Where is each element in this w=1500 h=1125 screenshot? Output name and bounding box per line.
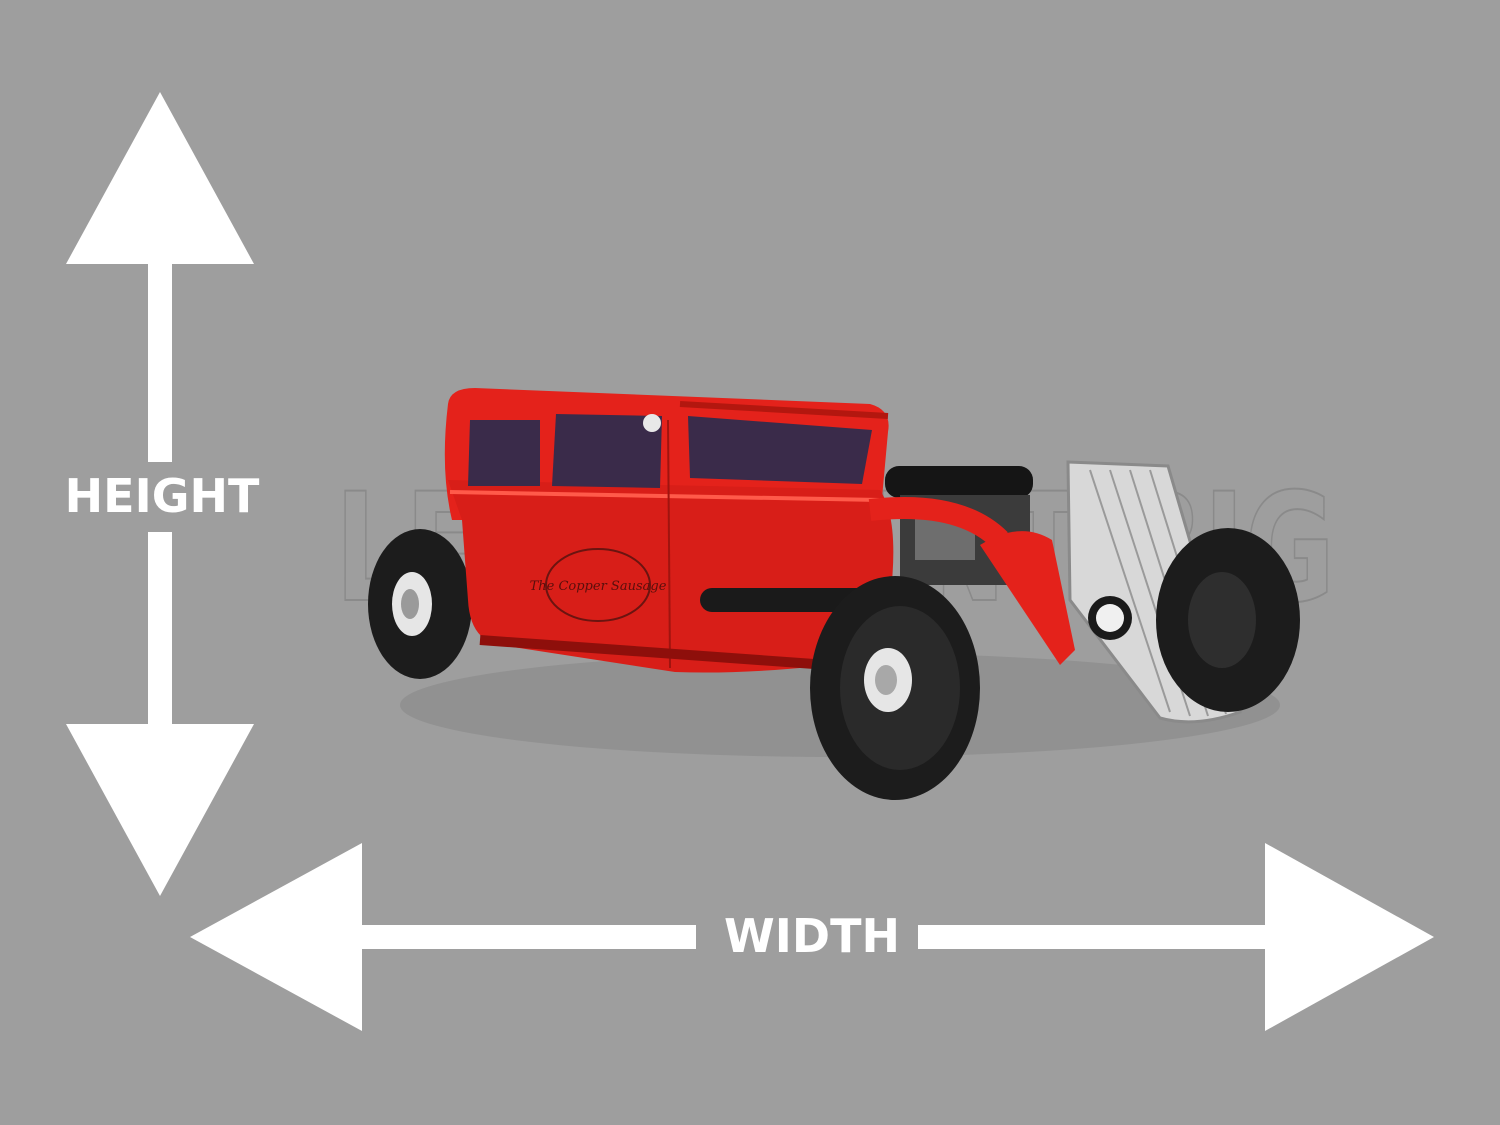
front-near-wheel	[810, 576, 980, 800]
height-arrow-icon	[66, 92, 254, 896]
decal-text: The Copper Sausage	[530, 579, 667, 594]
door-decal: The Copper Sausage	[530, 548, 667, 622]
front-far-wheel	[1156, 528, 1300, 712]
side-mirror	[643, 414, 661, 432]
rear-wheel	[368, 529, 472, 679]
hot-rod-car-illustration: The Copper Sausage	[368, 388, 1300, 800]
exhaust-pipe	[700, 588, 880, 612]
front-frame	[980, 531, 1075, 665]
width-label: WIDTH	[724, 909, 900, 963]
car-windows	[468, 414, 872, 488]
width-arrow-icon	[190, 843, 1434, 1031]
height-label: HEIGHT	[65, 469, 260, 523]
